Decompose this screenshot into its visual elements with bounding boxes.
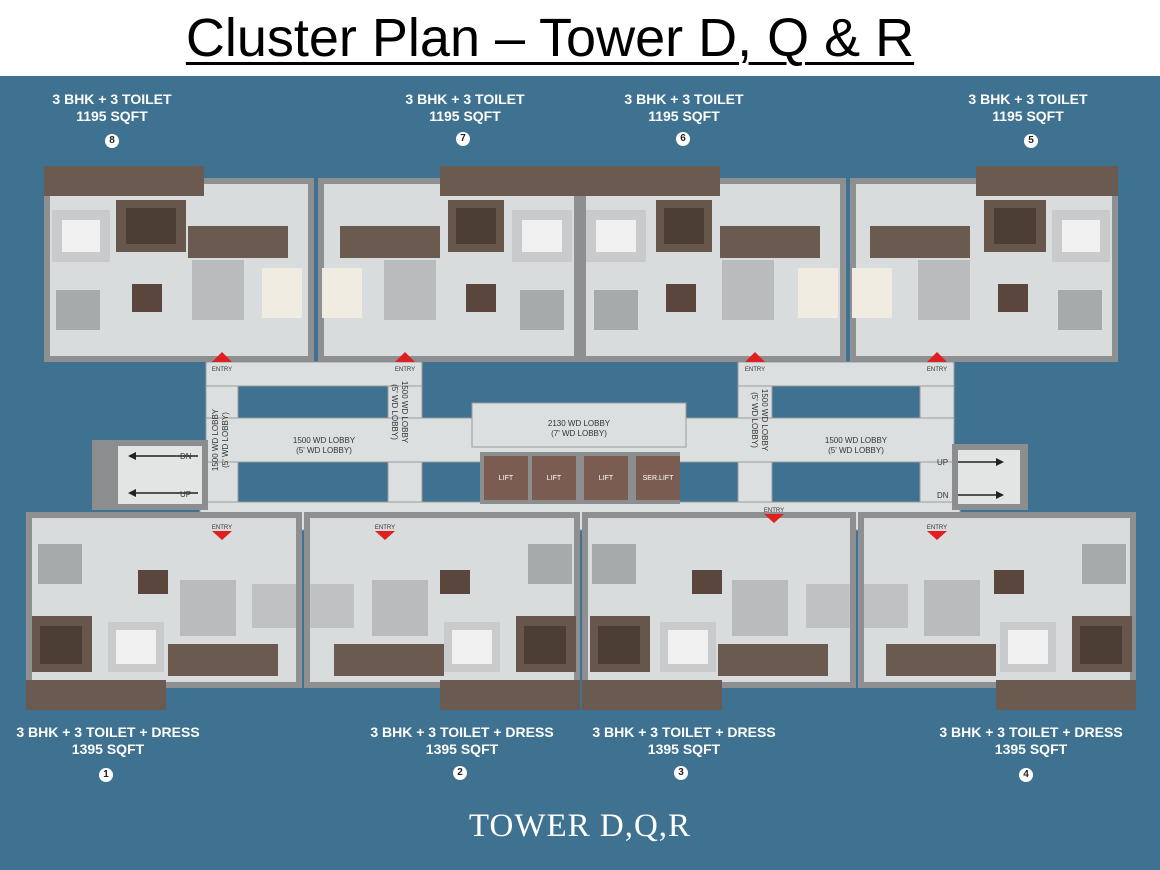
- unit-4-number: 4: [1019, 768, 1033, 782]
- unit-6-plan: [580, 166, 846, 362]
- lobby-v2-label: 1500 WD LOBBY: [400, 381, 409, 444]
- unit-5-plan: [850, 166, 1118, 362]
- staircase-left: DN UP: [92, 440, 208, 510]
- unit-1-number: 1: [99, 768, 113, 782]
- stair-right-up: UP: [937, 458, 948, 467]
- entry-5-arrow-icon: [927, 352, 947, 362]
- entry-4-label: ENTRY: [927, 525, 947, 531]
- lobby-right-sub: (5' WD LOBBY): [828, 446, 884, 455]
- entry-8-arrow-icon: [212, 352, 232, 362]
- lift-2: LIFT: [547, 475, 562, 482]
- unit-2-plan: [304, 512, 580, 710]
- service-lift: SER.LIFT: [643, 475, 674, 482]
- entry-3-arrow-icon: [764, 514, 784, 523]
- entry-8-label: ENTRY: [212, 367, 232, 373]
- entry-6-arrow-icon: [745, 352, 765, 362]
- entry-5-label: ENTRY: [927, 367, 947, 373]
- entry-6-label: ENTRY: [745, 367, 765, 373]
- stair-left-dn: DN: [180, 452, 192, 461]
- lobby-v1-label: 1500 WD LOBBY: [211, 408, 220, 471]
- tower-name: TOWER D,Q,R: [468, 808, 692, 844]
- lobby-center-sub: (7' WD LOBBY): [551, 429, 607, 438]
- lift-1: LIFT: [499, 475, 514, 482]
- unit-7-plan: [318, 166, 580, 362]
- lobby-right-label: 1500 WD LOBBY: [825, 436, 888, 445]
- unit-4-plan: [858, 512, 1136, 710]
- stair-left-up: UP: [180, 490, 191, 499]
- entry-3-label: ENTRY: [764, 508, 784, 514]
- entry-1-label: ENTRY: [212, 525, 232, 531]
- lobby-left-sub: (5' WD LOBBY): [296, 446, 352, 455]
- lobby-left-label: 1500 WD LOBBY: [293, 436, 356, 445]
- unit-2-number: 2: [453, 766, 467, 780]
- unit-1-plan: [26, 512, 302, 710]
- unit-8-plan: [44, 166, 314, 362]
- lobby-v3-sub: (5' WD LOBBY): [750, 392, 759, 448]
- entry-1-arrow-icon: [212, 531, 232, 540]
- unit-3-plan: [582, 512, 856, 710]
- page-title: Cluster Plan – Tower D, Q & R: [185, 8, 915, 68]
- entry-7-label: ENTRY: [395, 367, 415, 373]
- lift-core: LIFT LIFT LIFT SER.LIFT: [480, 452, 680, 504]
- lobby-center-label: 2130 WD LOBBY: [548, 419, 611, 428]
- entry-2-arrow-icon: [375, 531, 395, 540]
- unit-5-number: 5: [1024, 134, 1038, 148]
- entry-2-label: ENTRY: [375, 525, 395, 531]
- lobby-v3-label: 1500 WD LOBBY: [760, 389, 769, 452]
- stair-right-dn: DN: [937, 491, 949, 500]
- entry-markers: ENTRY ENTRY ENTRY ENTRY ENTRY ENTRY ENTR…: [212, 352, 947, 540]
- lift-3: LIFT: [599, 475, 614, 482]
- unit-7-number: 7: [456, 132, 470, 146]
- staircase-right: UP DN: [937, 444, 1028, 510]
- unit-8-number: 8: [105, 134, 119, 148]
- entry-7-arrow-icon: [395, 352, 415, 362]
- unit-6-number: 6: [676, 132, 690, 146]
- lobby-labels: 2130 WD LOBBY (7' WD LOBBY) 1500 WD LOBB…: [211, 381, 888, 471]
- lobby-v1-sub: (5' WD LOBBY): [221, 412, 230, 468]
- entry-4-arrow-icon: [927, 531, 947, 540]
- lobby-v2-sub: (5' WD LOBBY): [390, 384, 399, 440]
- unit-3-number: 3: [674, 766, 688, 780]
